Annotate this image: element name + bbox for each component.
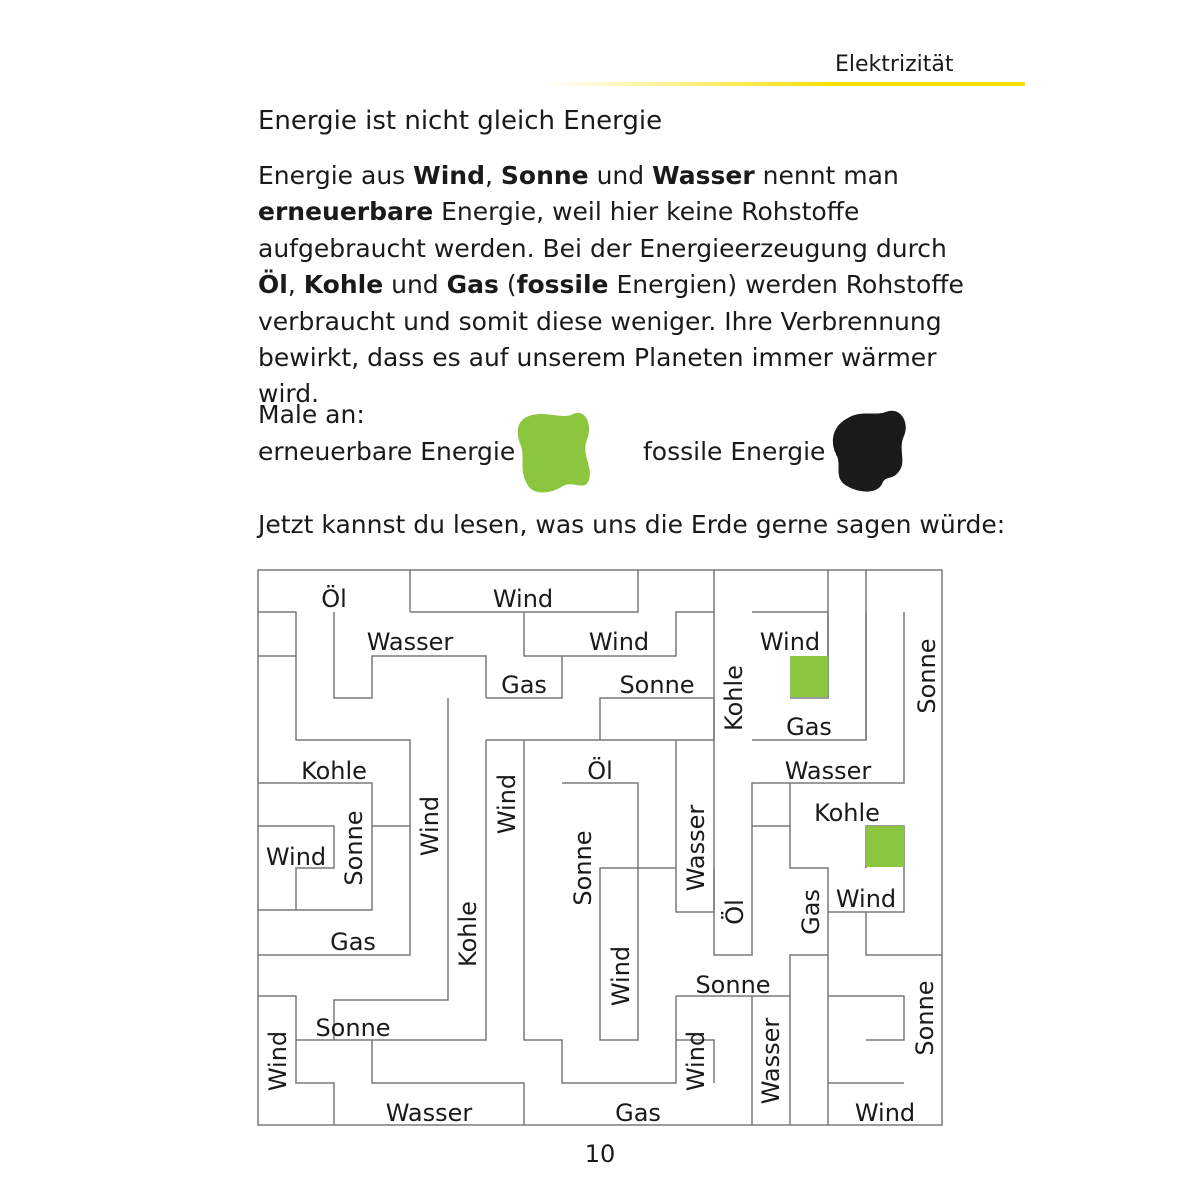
intro-text: ( xyxy=(498,270,517,300)
maze-wall xyxy=(523,740,677,1084)
maze-wall xyxy=(789,912,829,1125)
maze-word: Sonne xyxy=(569,830,597,905)
maze-word: Gas xyxy=(786,713,832,741)
intro-text: Energie aus xyxy=(258,161,414,190)
legend-fossil-label: fossile Energie = xyxy=(643,437,855,466)
intro-text: Energie, weil hier keine Rohstoffe aufge… xyxy=(258,197,947,263)
maze-word: Öl xyxy=(720,899,749,925)
maze-word: Gas xyxy=(330,928,376,956)
maze-wall xyxy=(410,570,639,613)
maze-word: Sonne xyxy=(695,971,770,999)
page-number: 10 xyxy=(584,1140,616,1168)
maze-word: Wasser xyxy=(757,1018,785,1105)
renewable-color-swatch xyxy=(517,412,590,493)
maze-word: Wind xyxy=(589,628,649,656)
maze-word: Sonne xyxy=(315,1014,390,1042)
legend-renewable-label: erneuerbare Energie = xyxy=(258,437,545,466)
intro-text: , xyxy=(287,270,304,300)
maze-frame xyxy=(257,569,943,1126)
maze-word: Sonne xyxy=(619,671,694,699)
section-title: Elektrizität xyxy=(835,52,954,77)
maze-wall xyxy=(486,656,563,699)
intro-text: Energien) werden Rohstoffe verbraucht un… xyxy=(258,270,964,409)
maze-word: Wasser xyxy=(367,628,454,656)
maze-wall xyxy=(333,612,487,699)
maze-wall xyxy=(258,782,373,911)
maze-word: Wind xyxy=(266,843,326,871)
maze-word: Sonne xyxy=(340,810,368,885)
maze-word: Wind xyxy=(855,1099,915,1127)
maze-word: Wind xyxy=(264,1031,292,1091)
maze-wall xyxy=(371,1040,525,1125)
keyword-kohle: Kohle xyxy=(303,270,384,300)
keyword-sonne: Sonne xyxy=(500,161,589,190)
coloring-heading: Male an: xyxy=(258,400,365,429)
maze-wall xyxy=(827,955,904,1084)
maze-word: Sonne xyxy=(911,980,939,1055)
maze-wall xyxy=(258,995,335,1125)
maze-word: Sonne xyxy=(913,638,941,713)
maze-word: Wasser xyxy=(785,757,872,785)
intro-paragraph: Energie aus Wind, Sonne und Wasser nennt… xyxy=(258,158,978,413)
keyword-fossile: fossile xyxy=(516,270,609,300)
intro-text: nennt man xyxy=(754,161,899,190)
maze-wall xyxy=(676,1039,715,1083)
intro-text: und xyxy=(383,270,447,300)
maze-wall xyxy=(713,612,790,956)
maze-word: Gas xyxy=(615,1099,661,1127)
maze-word: Wind xyxy=(416,796,444,856)
maze-word: Gas xyxy=(501,671,547,699)
keyword-erneuerbare: erneuerbare xyxy=(258,197,434,227)
maze-word: Kohle xyxy=(454,901,482,967)
keyword-wasser: Wasser xyxy=(652,161,755,190)
fossil-color-swatch xyxy=(832,410,906,492)
maze-word: Wasser xyxy=(386,1099,473,1127)
maze-wall xyxy=(523,570,715,657)
green-hint-square xyxy=(866,826,904,867)
maze-word: Öl xyxy=(321,584,347,613)
maze-wall xyxy=(562,782,639,1041)
maze-word: Wind xyxy=(682,1031,710,1091)
header-rule xyxy=(545,82,1025,86)
keyword-wind: Wind xyxy=(413,161,485,190)
maze-word: Wasser xyxy=(682,805,710,892)
puzzle-instruction: Jetzt kannst du lesen, was uns die Erde … xyxy=(258,510,1006,539)
maze-word: Kohle xyxy=(301,757,367,785)
maze-wall xyxy=(258,826,411,956)
maze-word: Wind xyxy=(607,946,635,1006)
maze-word: Gas xyxy=(797,889,825,935)
maze-word: Wind xyxy=(836,885,896,913)
keyword-oel: Öl xyxy=(258,270,288,300)
intro-text: und xyxy=(588,161,653,190)
maze-wall xyxy=(258,825,335,910)
maze-wall xyxy=(828,995,905,1041)
maze-wall xyxy=(334,740,487,1041)
green-hint-square xyxy=(790,656,828,697)
maze-word: Öl xyxy=(587,756,613,785)
maze-word: Wind xyxy=(493,585,553,613)
maze-wall xyxy=(258,611,411,827)
page-title: Energie ist nicht gleich Energie xyxy=(258,106,663,136)
maze-word: Wind xyxy=(493,774,521,834)
intro-text: , xyxy=(484,161,501,190)
maze-wall xyxy=(865,912,942,956)
maze-word: Kohle xyxy=(814,799,880,827)
keyword-gas: Gas xyxy=(446,270,499,300)
maze-word: Wind xyxy=(760,628,820,656)
maze-word: Kohle xyxy=(720,665,748,731)
maze-wall xyxy=(333,698,449,1040)
maze-wall xyxy=(486,697,715,741)
